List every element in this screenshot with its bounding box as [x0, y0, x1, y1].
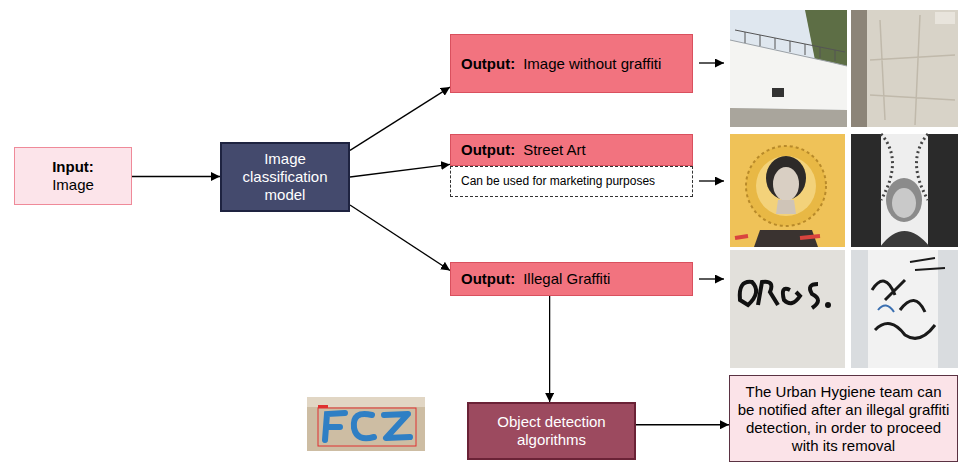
street-art-photo [735, 236, 820, 238]
detection-photo [307, 397, 425, 451]
street-art-photo [886, 178, 922, 222]
box-label: Object detection algorithms [497, 413, 605, 448]
street-art-photo [730, 134, 845, 247]
box-heading: Output: [461, 55, 515, 72]
photo-arrows [699, 278, 724, 279]
detection-photo [384, 414, 410, 438]
box-heading: Output: [461, 141, 515, 158]
text-holder: Can be used for marketing purposes [461, 174, 682, 188]
flow-arrow [350, 87, 450, 150]
wall-photo [851, 10, 958, 127]
street-art-photo [851, 134, 881, 247]
output-box: Output: Image without graffiti [450, 34, 693, 93]
street-art-photo [880, 231, 930, 247]
box-label: Can be used for marketing purposes [461, 174, 655, 188]
street-art-photo [766, 156, 806, 200]
text-holder: Image classification model [228, 150, 342, 204]
wall-photo [730, 10, 847, 127]
output-box: Output: Street Art [450, 134, 693, 166]
graffiti-photo [868, 250, 938, 368]
detection-photo [318, 405, 328, 408]
box-label: Illegal Graffiti [523, 270, 610, 287]
process-box: The Urban Hygiene team can be notified a… [729, 375, 958, 462]
photo-arrows [699, 180, 724, 181]
wall-photo [730, 40, 847, 110]
box-heading: Input: [21, 158, 125, 176]
box-label: Image without graffiti [523, 55, 661, 72]
street-art-photo [756, 156, 816, 216]
graffiti-photo [878, 305, 894, 312]
text-holder: Input:Image [21, 158, 125, 194]
graffiti-photo [851, 250, 958, 368]
flow-arrow [636, 424, 729, 425]
text-holder: Output: Street Art [461, 141, 682, 159]
detection-photo [325, 413, 345, 440]
box-heading: Output: [461, 270, 515, 287]
wall-photo [851, 10, 958, 127]
graffiti-photo [758, 282, 778, 305]
street-art-photo [928, 134, 958, 247]
street-art-photo [730, 134, 845, 247]
box-label: Street Art [523, 141, 586, 158]
wall-photo [870, 15, 955, 125]
graffiti-photo [910, 258, 945, 270]
input-box: Input:Image [14, 147, 132, 205]
flow-arrow [549, 296, 550, 402]
output-box: Output: Illegal Graffiti [450, 262, 693, 296]
graffiti-photo [740, 282, 756, 305]
wall-photo [772, 88, 784, 97]
detection-photo [318, 408, 416, 446]
wall-photo [745, 32, 835, 61]
graffiti-photo [872, 280, 935, 338]
graffiti-photo [783, 289, 800, 303]
wall-photo [730, 40, 847, 66]
detection-photo [354, 414, 374, 438]
wall-photo [851, 10, 867, 127]
wall-photo [935, 12, 955, 24]
text-holder: Output: Illegal Graffiti [461, 270, 682, 288]
street-art-photo [773, 167, 799, 201]
box-label: Image classification model [242, 150, 327, 203]
flow-arrow [350, 205, 450, 271]
photo-arrows [699, 62, 724, 63]
graffiti-photo [810, 284, 818, 308]
text-holder: Object detection algorithms [475, 413, 628, 449]
street-art-photo [746, 146, 826, 226]
text-holder: Output: Image without graffiti [461, 55, 682, 73]
street-art-photo [776, 200, 796, 214]
process-box: Object detection algorithms [467, 402, 636, 460]
process-box: Image classification model [220, 142, 350, 212]
graffiti-photo [730, 250, 845, 368]
detection-photo [307, 397, 425, 451]
process-box: Can be used for marketing purposes [450, 166, 693, 197]
graffiti-photo [825, 302, 831, 308]
graffiti-photo [730, 250, 845, 368]
wall-photo [730, 108, 847, 127]
box-label: Image [21, 176, 125, 194]
box-label: The Urban Hygiene team can be notified a… [738, 383, 950, 454]
text-holder: The Urban Hygiene team can be notified a… [736, 383, 951, 455]
graffiti-photo [851, 250, 958, 368]
detection-photo [307, 397, 425, 407]
street-art-photo [851, 134, 958, 247]
street-art-photo [851, 134, 958, 247]
flow-arrow [350, 164, 450, 177]
wall-photo [730, 10, 847, 127]
photo-arrows [699, 63, 724, 279]
street-art-photo [892, 188, 916, 218]
flow-arrow [132, 176, 220, 177]
